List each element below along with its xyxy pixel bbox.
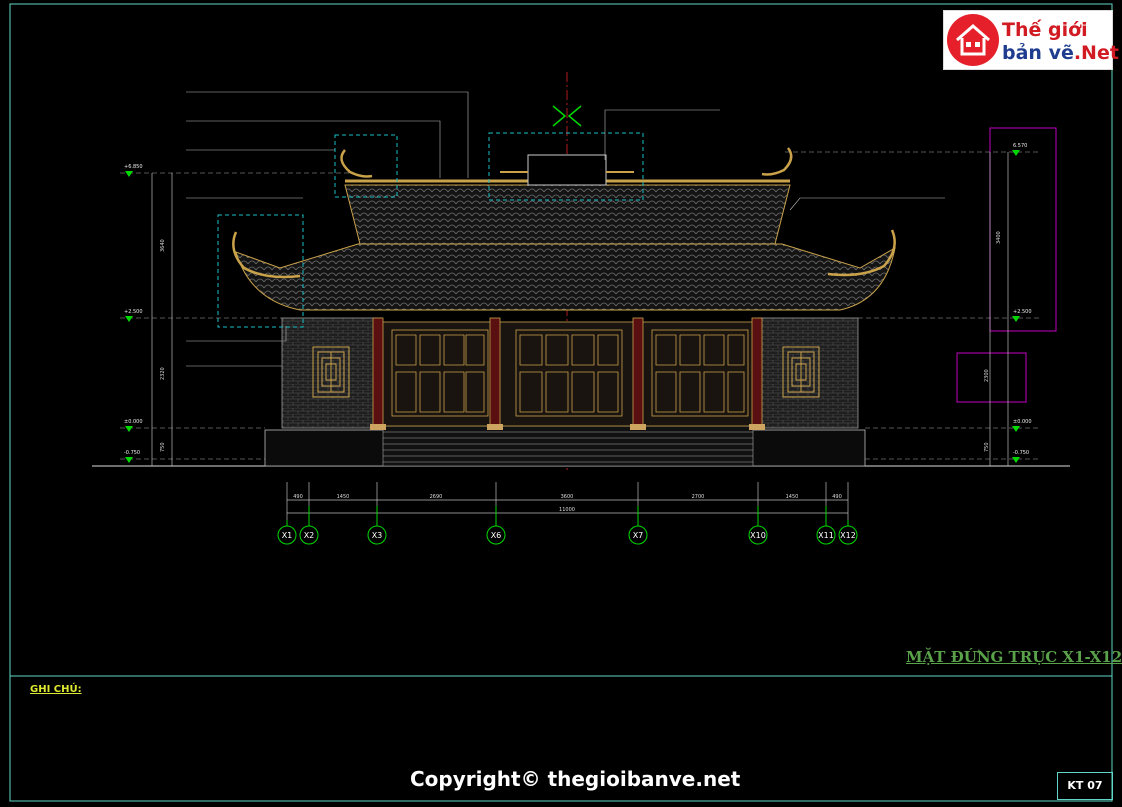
vdim-text: 2320 xyxy=(160,367,166,380)
logo-text-line2-suffix: .Net xyxy=(1073,42,1119,64)
dim-text: 490 xyxy=(293,494,303,500)
vdim-text: 3640 xyxy=(160,239,166,252)
level-lines xyxy=(120,151,1040,460)
level-text: 6.570 xyxy=(1013,143,1027,149)
sheet-border xyxy=(9,3,1113,802)
front-steps xyxy=(382,425,754,467)
site-logo[interactable]: Thế giới bản vẽ.Net xyxy=(943,10,1119,70)
drawing-title: MẶT ĐỨNG TRỤC X1-X12 xyxy=(906,648,1122,666)
level-texts: +6.850 +2.500 ±0.000 -0.750 6.570 +2.500… xyxy=(124,143,1032,456)
axis-labels: X1 X2 X3 X6 X7 X10 X11 X12 xyxy=(282,531,856,540)
axis-label: X11 xyxy=(818,531,834,540)
dim-text: 1450 xyxy=(337,494,350,500)
right-ornamental-window xyxy=(782,346,820,398)
logo-text-line2-main: bản vẽ xyxy=(1002,42,1074,64)
dim-total: 11000 xyxy=(559,507,575,513)
vdim-text: 750 xyxy=(984,442,990,452)
logo-text-line2: bản vẽ.Net xyxy=(1002,42,1119,64)
copyright-watermark: Copyright© thegioibanve.net xyxy=(410,767,741,791)
vertical-dim-texts: 3640 2320 750 3400 2300 750 xyxy=(160,231,1002,452)
ridge-right-dragon xyxy=(761,147,793,176)
sheet-number: KT 07 xyxy=(1057,772,1113,800)
house-logo-icon xyxy=(947,14,999,66)
level-text: +2.500 xyxy=(1013,309,1032,315)
dim-text: 2690 xyxy=(430,494,443,500)
lower-roof-left-curl xyxy=(232,231,301,279)
dimension-chain xyxy=(286,482,849,520)
notes-block: GHI CHÚ: xyxy=(30,683,330,696)
ridge-ornament xyxy=(552,105,582,127)
vdim-text: 3400 xyxy=(996,231,1002,244)
dim-text: 490 xyxy=(832,494,842,500)
logo-text-line1: Thế giới xyxy=(1002,19,1088,41)
level-text: -0.750 xyxy=(1013,450,1029,456)
dim-text: 2700 xyxy=(692,494,705,500)
vertical-dimensions xyxy=(151,152,1009,466)
axis-bubble-lines xyxy=(286,506,849,526)
notes-heading: GHI CHÚ: xyxy=(30,684,82,695)
door-panels xyxy=(391,329,749,417)
detail-callouts xyxy=(217,132,644,328)
level-text: -0.750 xyxy=(124,450,140,456)
axis-label: X2 xyxy=(304,531,315,540)
axis-label: X10 xyxy=(750,531,766,540)
vdim-text: 2300 xyxy=(984,369,990,382)
left-ornamental-window xyxy=(312,346,350,398)
vdim-text: 750 xyxy=(160,442,166,452)
dim-text: 1450 xyxy=(786,494,799,500)
right-level-box xyxy=(989,127,1057,332)
front-colonnade xyxy=(381,321,759,427)
upper-roof xyxy=(344,184,791,245)
axis-label: X12 xyxy=(840,531,856,540)
axis-bubbles xyxy=(277,525,858,545)
axis-label: X1 xyxy=(282,531,293,540)
dimension-texts: 490 1450 2690 3600 2700 1450 490 11000 xyxy=(293,494,842,513)
axis-label: X7 xyxy=(633,531,644,540)
right-brick-wall xyxy=(757,317,859,429)
left-brick-wall xyxy=(281,317,383,429)
level-text: ±0.000 xyxy=(124,419,143,425)
right-wall-box xyxy=(956,352,1027,403)
dim-text: 3600 xyxy=(561,494,574,500)
column-bases xyxy=(370,424,765,430)
level-text: +2.500 xyxy=(124,309,143,315)
ridge-center-plaque xyxy=(527,154,607,186)
lower-roof xyxy=(235,243,896,311)
level-text: ±0.000 xyxy=(1013,419,1032,425)
ridge-left-dragon xyxy=(340,149,373,178)
annotation-leaders xyxy=(186,91,945,367)
level-markers xyxy=(125,150,1020,463)
lower-roof-right-curl xyxy=(827,229,896,277)
axis-label: X3 xyxy=(372,531,383,540)
level-text: +6.850 xyxy=(124,164,143,170)
axis-label: X6 xyxy=(491,531,502,540)
